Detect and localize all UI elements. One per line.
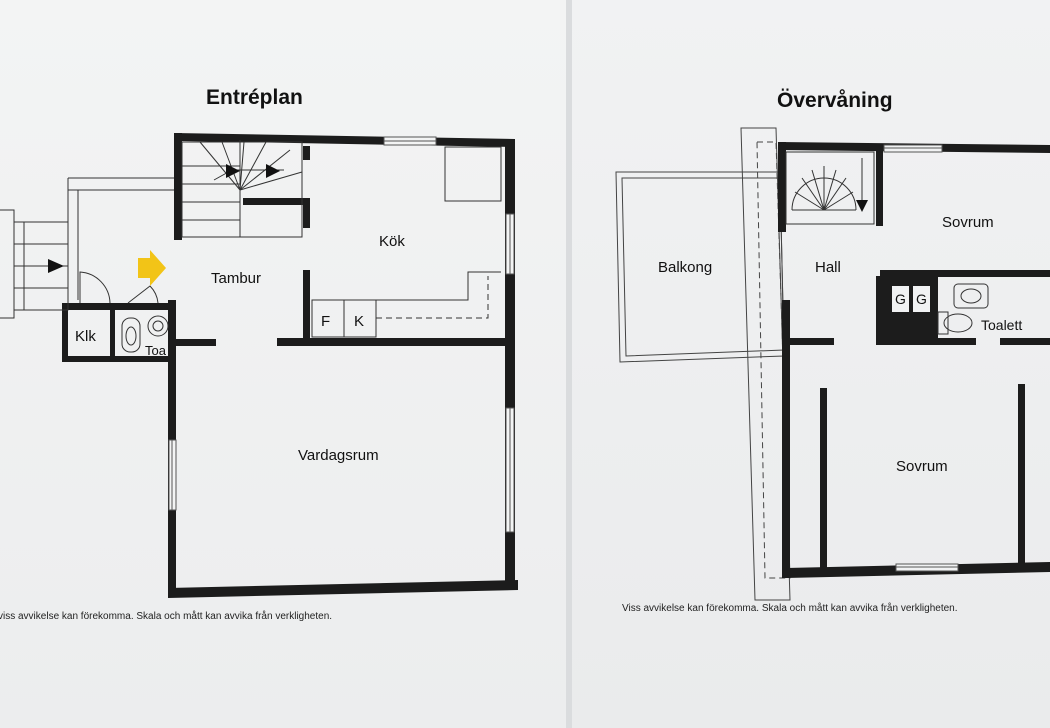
- upper-interior-walls: [790, 150, 1050, 568]
- stair-arrow-icon: [266, 164, 280, 178]
- ground-interior-walls: [62, 146, 507, 362]
- left-page: [0, 0, 568, 728]
- upper-windows: [883, 144, 959, 572]
- room-label-tambur: Tambur: [211, 270, 261, 287]
- closet-g2: [913, 286, 930, 312]
- ground-floor-plan: Entréplan: [0, 86, 518, 622]
- ground-floor-title: Entréplan: [206, 86, 303, 109]
- ground-disclaimer: viss avvikelse kan förekomma. Skala och …: [0, 610, 332, 622]
- closet-label-g1: G: [895, 291, 906, 307]
- upper-floor-plan: Övervåning: [615, 89, 1050, 614]
- kitchen-counters: [311, 146, 502, 338]
- appliance-label-k: K: [354, 313, 364, 330]
- stair-arrow-icon: [226, 164, 240, 178]
- toalett-fixtures: [937, 283, 989, 335]
- ground-windows: [168, 136, 515, 533]
- room-label-hall: Hall: [815, 259, 841, 276]
- room-label-sovrum-bottom: Sovrum: [896, 458, 948, 475]
- room-label-toa: Toa: [145, 343, 167, 358]
- entrance-door-swing: [79, 271, 111, 304]
- closet-g1: [892, 286, 909, 312]
- room-label-klk: Klk: [75, 328, 96, 345]
- appliance-label-f: F: [321, 313, 330, 330]
- upper-stair-arrow-icon: [856, 200, 868, 212]
- upper-staircase: [785, 151, 875, 225]
- toa-fixtures: [121, 315, 169, 353]
- upper-exterior-walls: [778, 142, 1050, 578]
- right-page: [572, 0, 1050, 728]
- room-label-vardagsrum: Vardagsrum: [298, 447, 379, 464]
- room-label-kok: Kök: [379, 233, 405, 250]
- ground-exterior-walls: [168, 133, 518, 598]
- entrance-step-arrow-icon: [48, 259, 64, 273]
- upper-floor-title: Övervåning: [777, 89, 893, 112]
- wc-door-swing: [127, 285, 159, 304]
- upper-disclaimer: Viss avvikelse kan förekomma. Skala och …: [622, 602, 958, 614]
- porch-steps: [0, 177, 174, 319]
- closet-label-g2: G: [916, 291, 927, 307]
- page-gutter: [566, 0, 574, 728]
- room-label-sovrum-top: Sovrum: [942, 214, 994, 231]
- ground-staircase: [181, 140, 303, 238]
- entrance-arrow-icon: [138, 250, 166, 286]
- room-label-toalett: Toalett: [981, 317, 1022, 333]
- room-label-balkong: Balkong: [658, 259, 712, 276]
